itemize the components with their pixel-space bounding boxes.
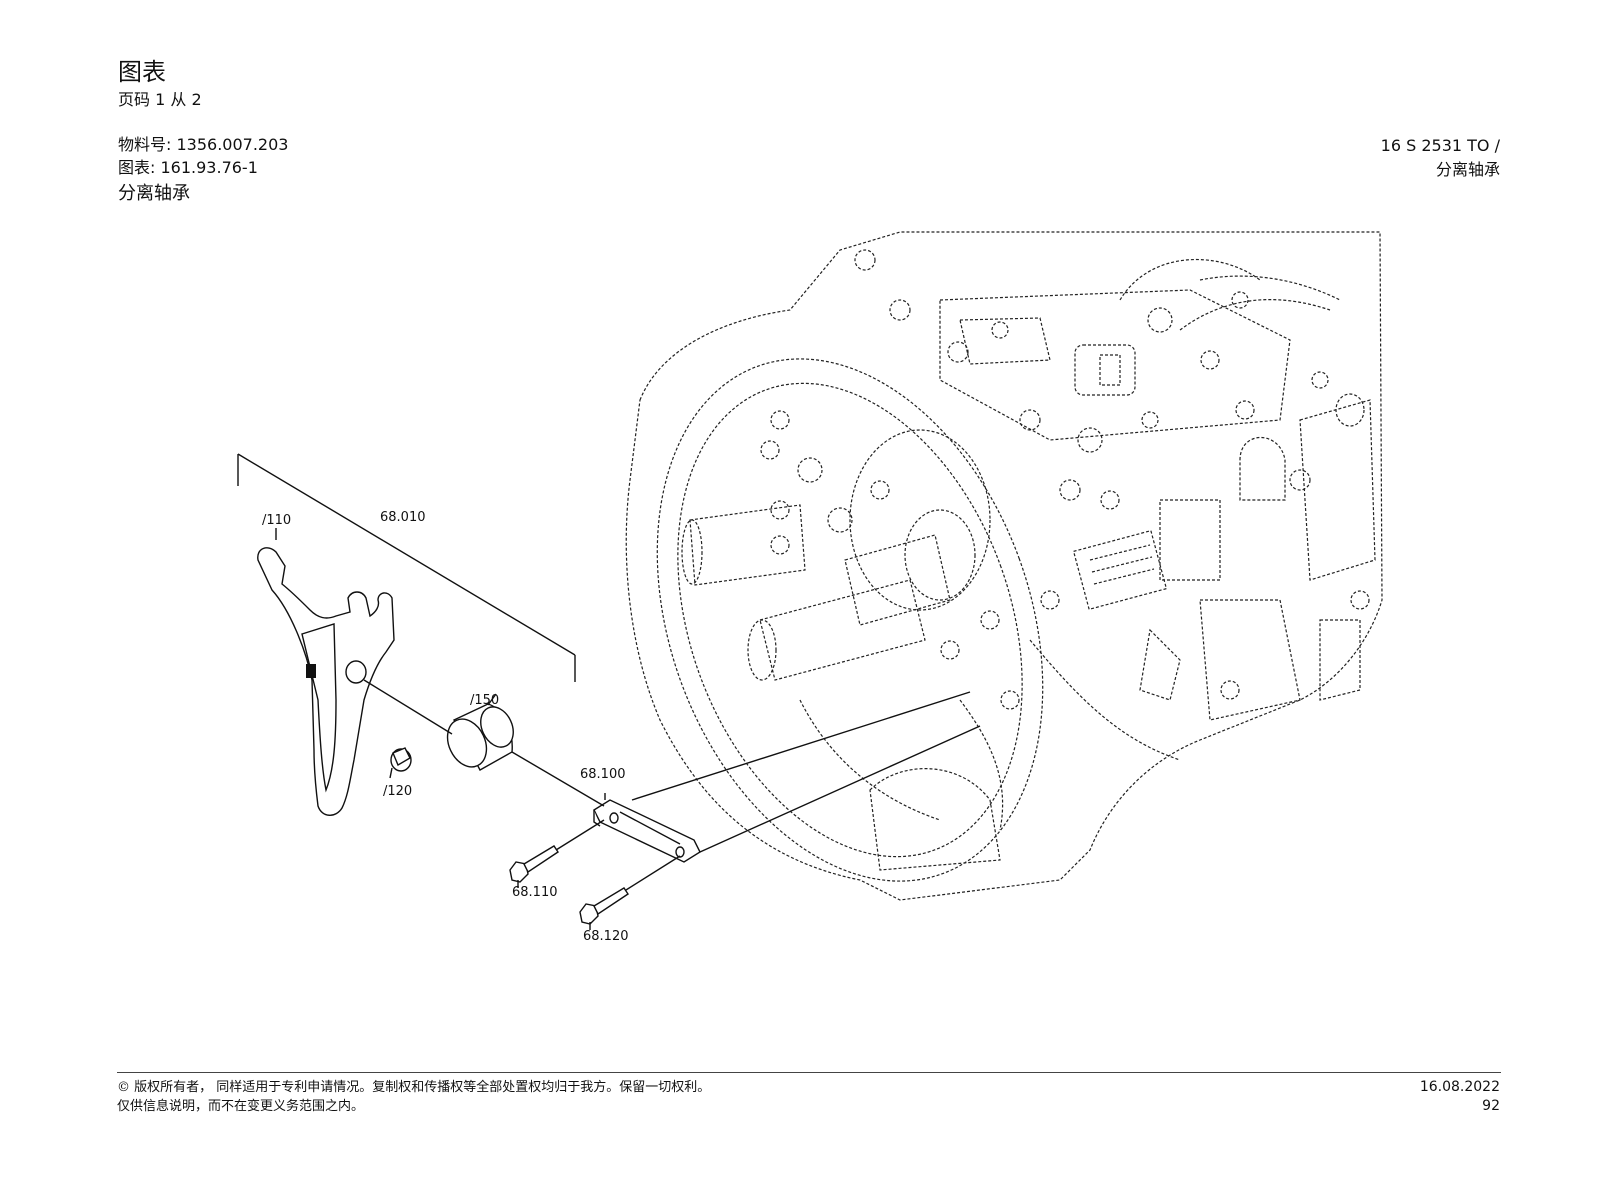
model-name: 16 S 2531 TO / xyxy=(1380,136,1500,155)
page-number: 92 xyxy=(1482,1098,1500,1114)
shaft-part xyxy=(593,799,701,863)
document-date: 16.08.2022 xyxy=(1419,1079,1500,1095)
material-number-row: 物料号: 1356.007.203 xyxy=(118,135,288,155)
section-name: 分离轴承 xyxy=(118,183,190,204)
material-number-value: 1356.007.203 xyxy=(176,135,289,154)
model-section-name: 分离轴承 xyxy=(1435,160,1500,179)
callout-68-120: 68.120 xyxy=(583,929,629,944)
diagram-number-label: 图表: xyxy=(118,158,156,177)
footer-divider xyxy=(117,1072,1501,1073)
material-number-label: 物料号: xyxy=(118,135,172,154)
callout-68-010: 68.010 xyxy=(380,510,426,525)
bolt-part xyxy=(509,845,559,883)
assembly-leader-lines xyxy=(275,528,981,930)
callout-120: /120 xyxy=(383,784,412,799)
page-title: 图表 xyxy=(118,58,166,86)
copyright-notice: © 版权所有者， 同样适用于专利申请情况。复制权和传播权等全部处置权均归于我方。… xyxy=(117,1080,711,1095)
bushing-part xyxy=(446,703,514,771)
group-bracket xyxy=(237,453,576,682)
transmission-housing-illustration xyxy=(625,231,1383,901)
callout-110: /110 xyxy=(262,513,291,528)
bolt-part xyxy=(579,887,629,925)
plug-part xyxy=(390,747,412,772)
page-info: 页码 1 从 2 xyxy=(118,90,202,109)
diagram-number-value: 161.93.76-1 xyxy=(160,158,258,177)
diagram-number-row: 图表: 161.93.76-1 xyxy=(118,158,258,178)
information-note: 仅供信息说明，而不在变更义务范围之内。 xyxy=(117,1099,365,1114)
callout-68-100: 68.100 xyxy=(580,767,626,782)
callout-68-110: 68.110 xyxy=(512,885,558,900)
callout-150: /150 xyxy=(470,693,499,708)
release-fork-part xyxy=(257,547,395,816)
